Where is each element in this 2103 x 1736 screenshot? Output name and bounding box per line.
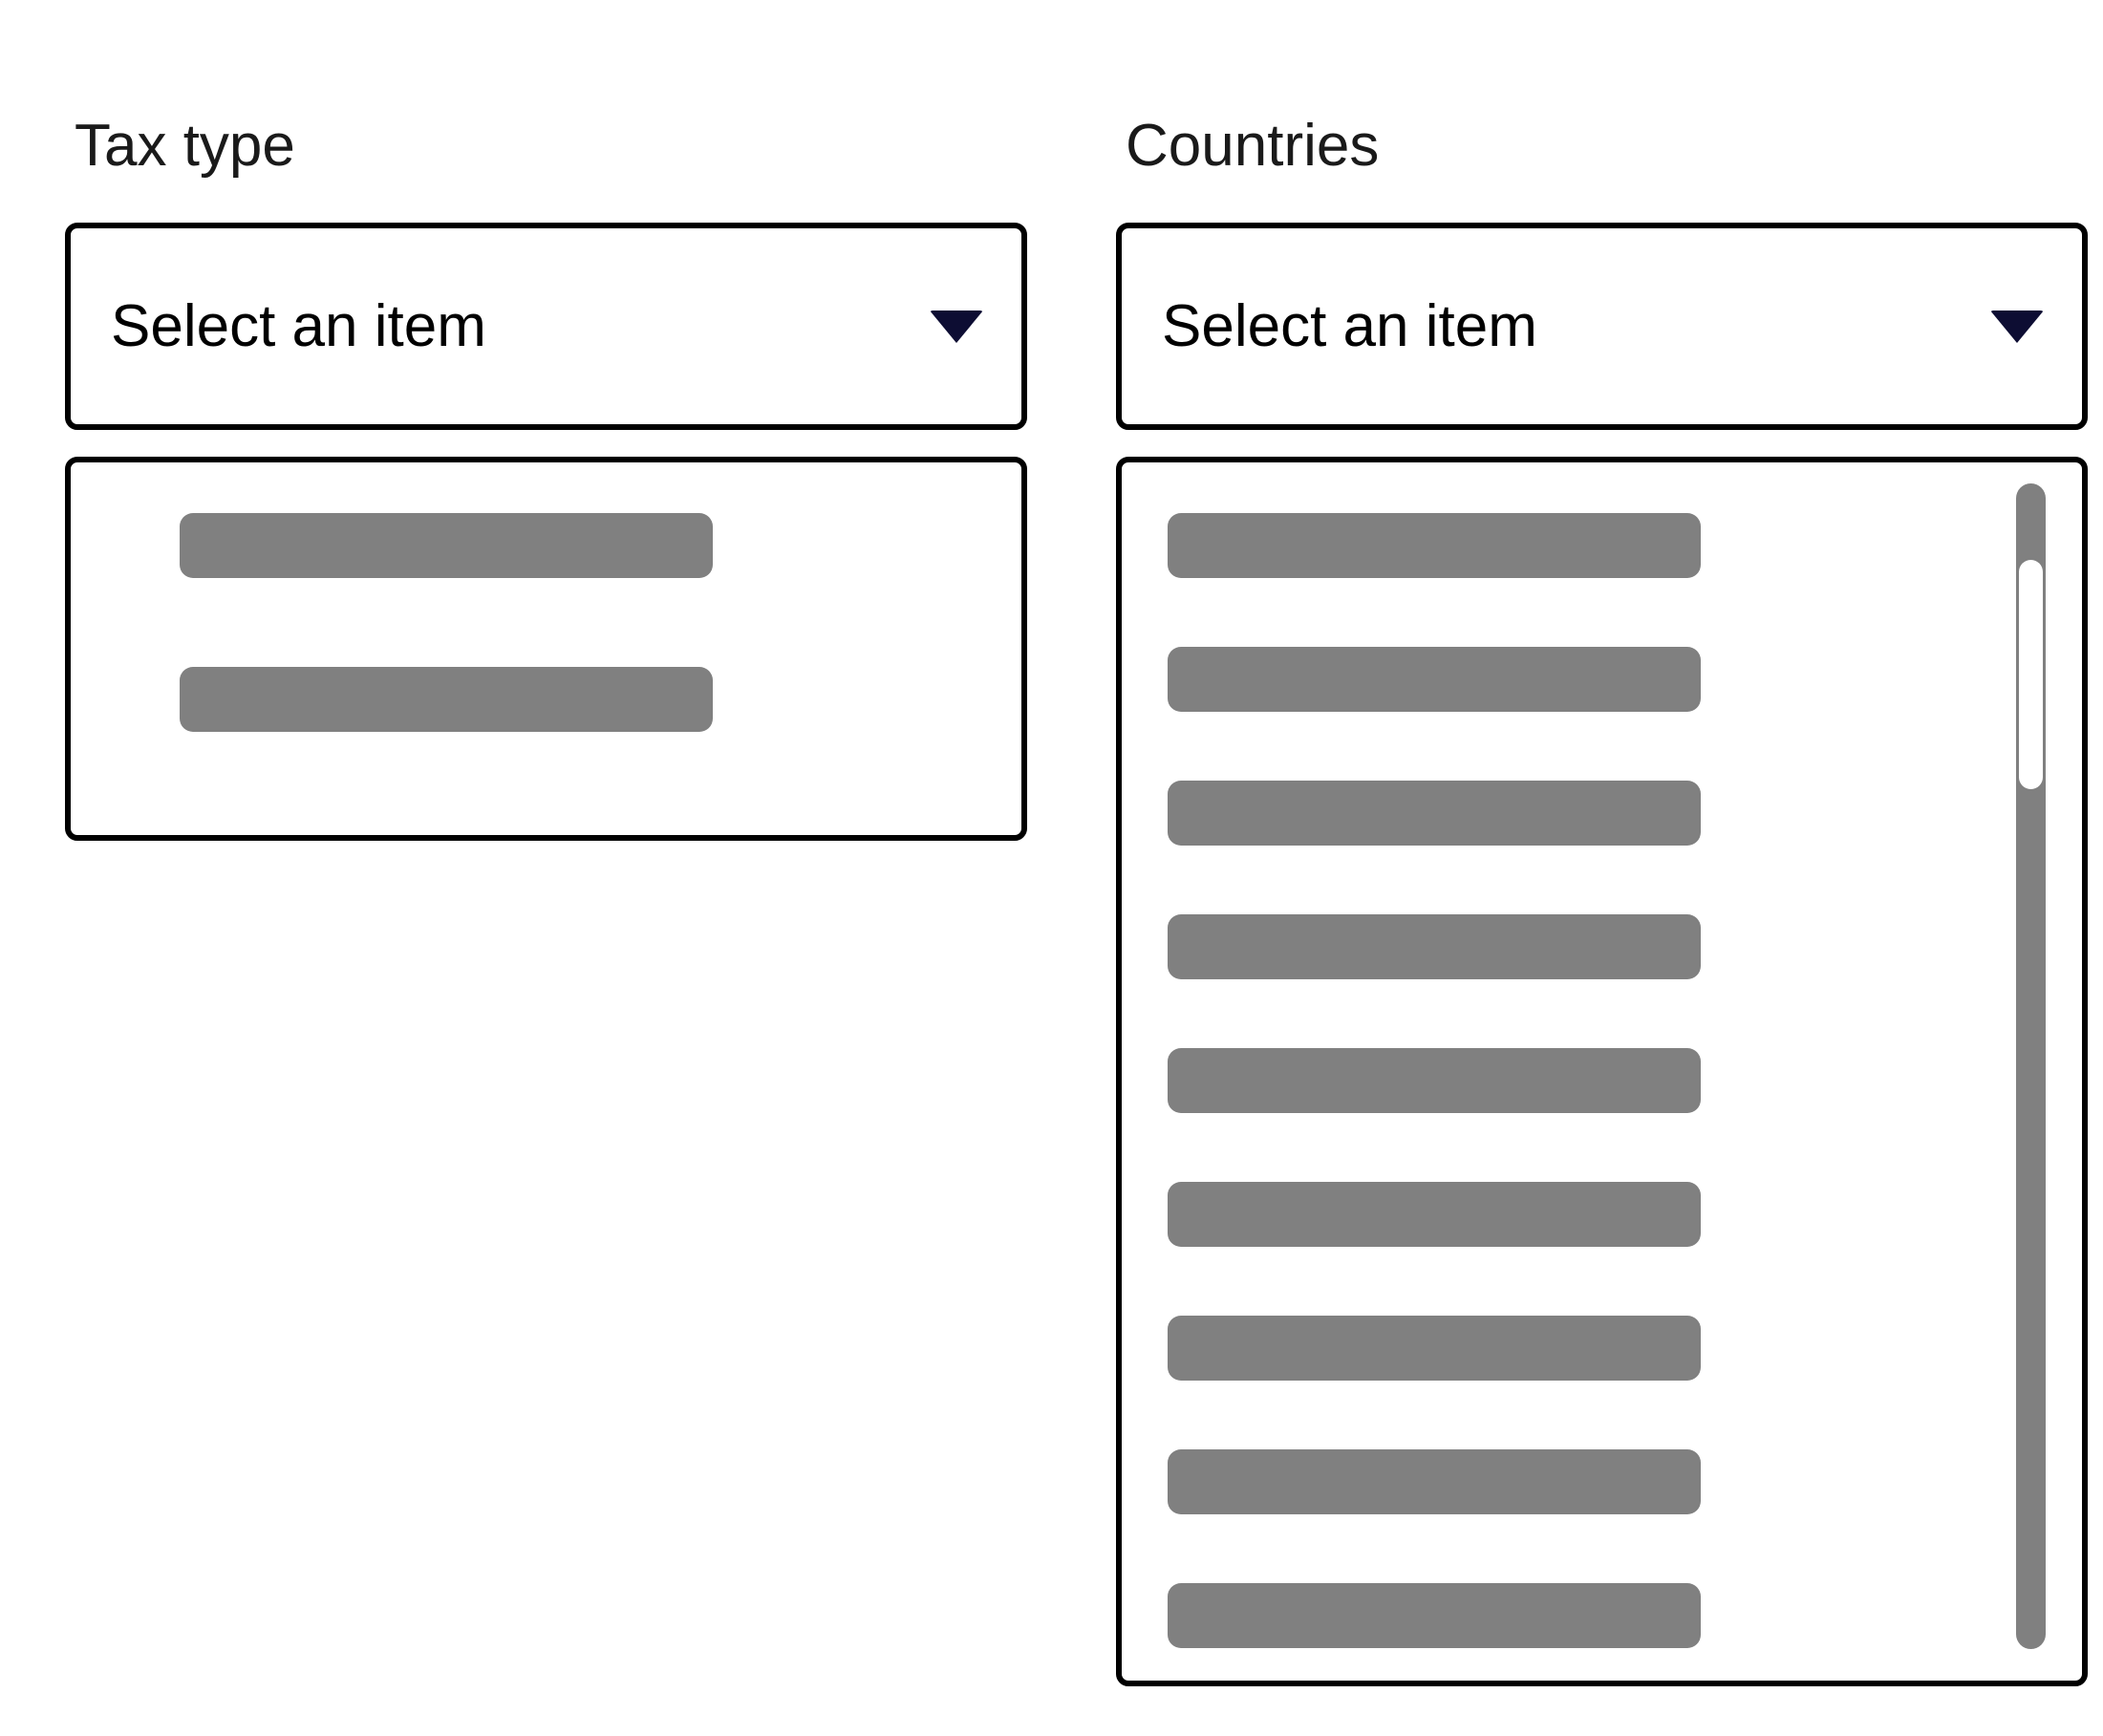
field-group-countries: Countries Select an item <box>1116 0 2088 1710</box>
skeleton-list-item <box>1168 1449 1701 1514</box>
tax-type-combobox-value: Select an item <box>111 292 486 359</box>
skeleton-list-item <box>1168 914 1701 979</box>
skeleton-list-item <box>1168 1182 1701 1247</box>
countries-listbox-scrollbar[interactable] <box>2016 483 2046 1649</box>
countries-listbox-scrollbar-thumb[interactable] <box>2019 560 2043 789</box>
skeleton-list-item <box>180 667 713 732</box>
skeleton-list-item <box>1168 647 1701 712</box>
countries-listbox[interactable] <box>1116 457 2088 1686</box>
skeleton-list-item <box>1168 1048 1701 1113</box>
skeleton-list-item <box>1168 1316 1701 1381</box>
field-label-countries: Countries <box>1126 113 1380 179</box>
tax-type-combobox[interactable]: Select an item <box>65 223 1027 430</box>
skeleton-list-item <box>1168 781 1701 846</box>
countries-combobox-value: Select an item <box>1162 292 1537 359</box>
tax-type-listbox[interactable] <box>65 457 1027 841</box>
skeleton-list-item <box>180 513 713 578</box>
skeleton-list-item <box>1168 1583 1701 1648</box>
field-group-tax-type: Tax type Select an item <box>65 0 1027 860</box>
skeleton-list-item <box>1168 513 1701 578</box>
chevron-down-icon[interactable] <box>930 310 983 343</box>
chevron-down-icon[interactable] <box>1990 310 2044 343</box>
countries-combobox[interactable]: Select an item <box>1116 223 2088 430</box>
field-label-tax-type: Tax type <box>75 113 295 179</box>
